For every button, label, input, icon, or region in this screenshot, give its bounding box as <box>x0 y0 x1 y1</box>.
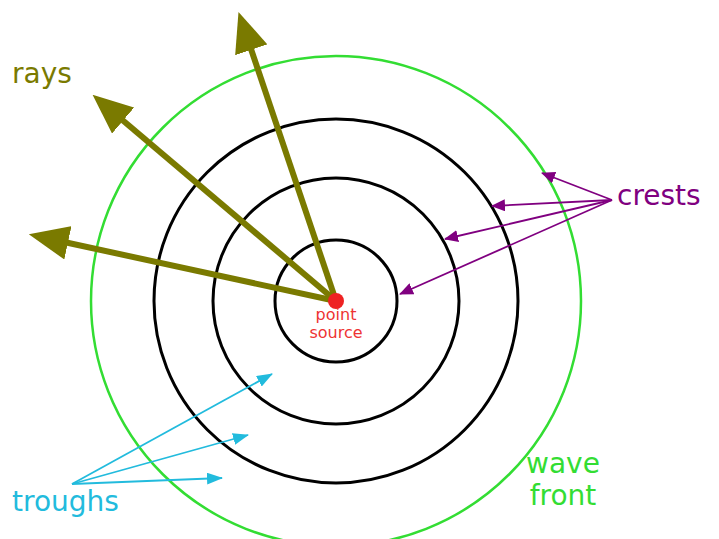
wave-front-circle <box>91 56 581 539</box>
leader-line <box>445 200 612 239</box>
leader-line <box>72 435 248 484</box>
wave-front-label: wave front <box>508 448 618 512</box>
rays-label: rays <box>12 58 112 90</box>
leader-line <box>542 173 612 200</box>
point-source-label: point source <box>296 306 376 343</box>
crest-circle <box>275 240 397 362</box>
crest-circle <box>154 119 518 483</box>
ray-arrow <box>64 242 336 301</box>
ray-arrow <box>120 118 336 301</box>
leader-line <box>72 478 222 484</box>
crests-label: crests <box>617 180 715 212</box>
leader-line <box>400 200 612 294</box>
troughs-label: troughs <box>12 486 142 518</box>
leader-line <box>72 374 272 484</box>
